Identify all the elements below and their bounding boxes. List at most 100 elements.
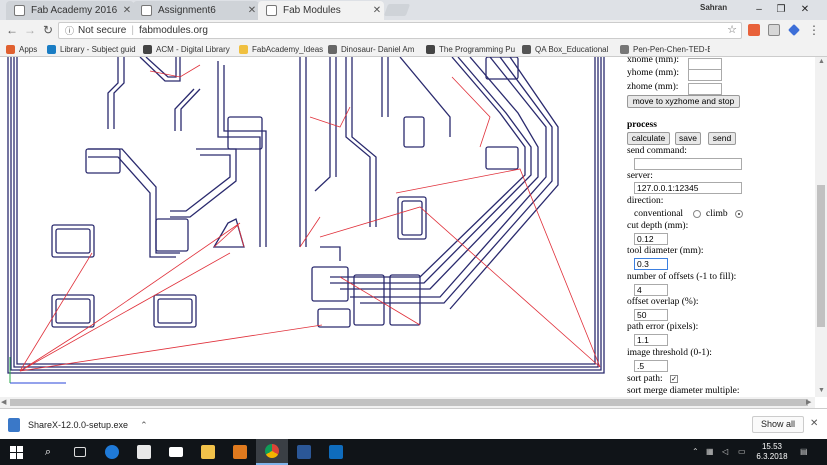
bookmark-pen-chen[interactable]: Pen-Pen-Chen-TED-E [620,43,710,55]
tab-title: Assignment6 [158,5,216,16]
send-button[interactable]: send [708,132,736,145]
climb-radio[interactable] [735,210,743,218]
battery-icon[interactable]: ▭ [738,447,746,456]
github-icon [522,44,531,54]
send-command-label: send command: [627,146,687,156]
bookmark-dinosaur[interactable]: Dinosaur- Daniel Am [328,43,420,55]
offsets-label: number of offsets (-1 to fill): [627,272,737,282]
installer-icon [8,418,20,432]
bookmark-programming[interactable]: The Programming Pu [426,43,516,55]
conventional-radio[interactable] [693,210,701,218]
server-label: server: [627,171,653,181]
bookmark-fabacademy-ideas[interactable]: FabAcademy_Ideas [239,43,323,55]
library-icon [47,44,56,54]
yhome-input[interactable] [688,69,722,81]
extension-icon[interactable] [788,24,800,36]
back-icon[interactable]: ← [6,23,18,37]
scroll-up-icon[interactable]: ▲ [818,58,825,65]
start-button[interactable] [0,439,32,465]
edge-icon[interactable] [96,439,128,465]
close-icon[interactable]: ✕ [372,5,382,16]
cut-depth-input[interactable] [634,233,668,245]
store-icon[interactable] [128,439,160,465]
page-icon [620,44,629,54]
calculate-button[interactable]: calculate [627,132,670,145]
bookmark-library[interactable]: Library - Subject guid [47,43,139,55]
scroll-left-icon[interactable]: ◀ [1,399,7,406]
move-to-xyzhome-button[interactable]: move to xyzhome and stop [627,95,740,108]
system-clock[interactable]: 15.53 6.3.2018 [756,442,788,462]
extension-icon[interactable] [748,24,760,36]
windows-icon [9,445,23,459]
clock-time: 15.53 [761,442,783,451]
mail-icon[interactable] [160,439,192,465]
sort-path-checkbox[interactable]: ✓ [670,375,678,383]
close-icon[interactable]: ✕ [810,418,819,429]
outlook-icon[interactable] [320,439,352,465]
network-icon[interactable]: ▦ [706,447,714,456]
threshold-input[interactable] [634,360,668,372]
reload-icon[interactable]: ↻ [42,23,54,37]
download-item[interactable]: ShareX-12.0.0-setup.exe ⌃ [8,417,148,433]
vertical-scroll-thumb[interactable] [817,185,825,327]
scroll-right-icon[interactable]: ▶ [806,399,812,406]
word-icon[interactable] [288,439,320,465]
menu-icon[interactable]: ⋮ [808,23,820,37]
bookmark-acm[interactable]: ACM - Digital Library [143,43,235,55]
profile-name[interactable]: Sahran [700,3,728,12]
path-error-input[interactable] [634,334,668,346]
github-icon [328,44,337,54]
server-input[interactable] [634,182,742,194]
page-icon [266,5,277,16]
bookmark-star-icon[interactable]: ☆ [727,24,737,36]
chrome-icon[interactable] [256,439,288,465]
scroll-down-icon[interactable]: ▼ [818,387,825,394]
toolpath-preview[interactable] [0,57,620,397]
offsets-input[interactable] [634,284,668,296]
address-bar[interactable]: ⓘ Not secure | fabmodules.org ☆ [58,22,742,39]
notifications-icon[interactable]: ▤ [800,447,808,456]
minimize-icon[interactable]: – [756,4,762,15]
vertical-scrollbar[interactable]: ▲ ▼ [815,57,827,397]
bookmark-qa-box[interactable]: QA Box_Educational C [522,43,610,55]
path-error-label: path error (pixels): [627,322,699,332]
close-icon[interactable]: ✕ [122,5,132,16]
zhome-label: zhome (mm): [627,82,679,92]
threshold-label: image threshold (0-1): [627,348,712,358]
eagle-icon[interactable] [224,439,256,465]
close-window-icon[interactable]: ✕ [800,4,810,15]
download-filename: ShareX-12.0.0-setup.exe [28,420,129,430]
maximize-icon[interactable]: ❐ [776,4,786,15]
tab-fab-academy[interactable]: Fab Academy 2016 ✕ [6,1,134,20]
cut-depth-label: cut depth (mm): [627,221,689,231]
horizontal-scrollbar[interactable]: ◀ ▶ [0,397,815,408]
new-tab-button[interactable] [383,4,411,16]
show-all-button[interactable]: Show all [752,416,804,433]
tray-chevron-icon[interactable]: ⌃ [692,447,699,456]
direction-label: direction: [627,196,664,206]
save-button[interactable]: save [675,132,701,145]
control-panel: xhome (mm): yhome (mm): zhome (mm): move… [627,57,815,397]
tool-diameter-input[interactable] [634,258,668,270]
download-bar: ShareX-12.0.0-setup.exe ⌃ Show all ✕ [0,408,827,439]
volume-icon[interactable]: ◁ [722,447,729,456]
url-text: fabmodules.org [138,25,208,36]
tab-assignment6[interactable]: Assignment6 ✕ [133,1,259,20]
bookmark-apps[interactable]: Apps [6,43,46,55]
zhome-input[interactable] [688,83,722,95]
search-icon[interactable]: ⌕ [44,445,52,458]
info-icon[interactable]: ⓘ [65,26,75,36]
horizontal-scroll-thumb[interactable] [10,399,808,406]
acm-icon [143,44,152,54]
overlap-input[interactable] [634,309,668,321]
extension-icon[interactable] [768,24,780,36]
chevron-up-icon[interactable]: ⌃ [140,419,148,430]
close-icon[interactable]: ✕ [247,5,257,16]
file-explorer-icon[interactable] [192,439,224,465]
security-label: Not secure [78,25,127,36]
forward-icon[interactable]: → [24,23,36,37]
send-command-input[interactable] [634,158,742,170]
task-view-icon[interactable] [64,439,96,465]
tab-title: Fab Academy 2016 [31,5,118,16]
tab-fab-modules[interactable]: Fab Modules ✕ [258,1,384,20]
